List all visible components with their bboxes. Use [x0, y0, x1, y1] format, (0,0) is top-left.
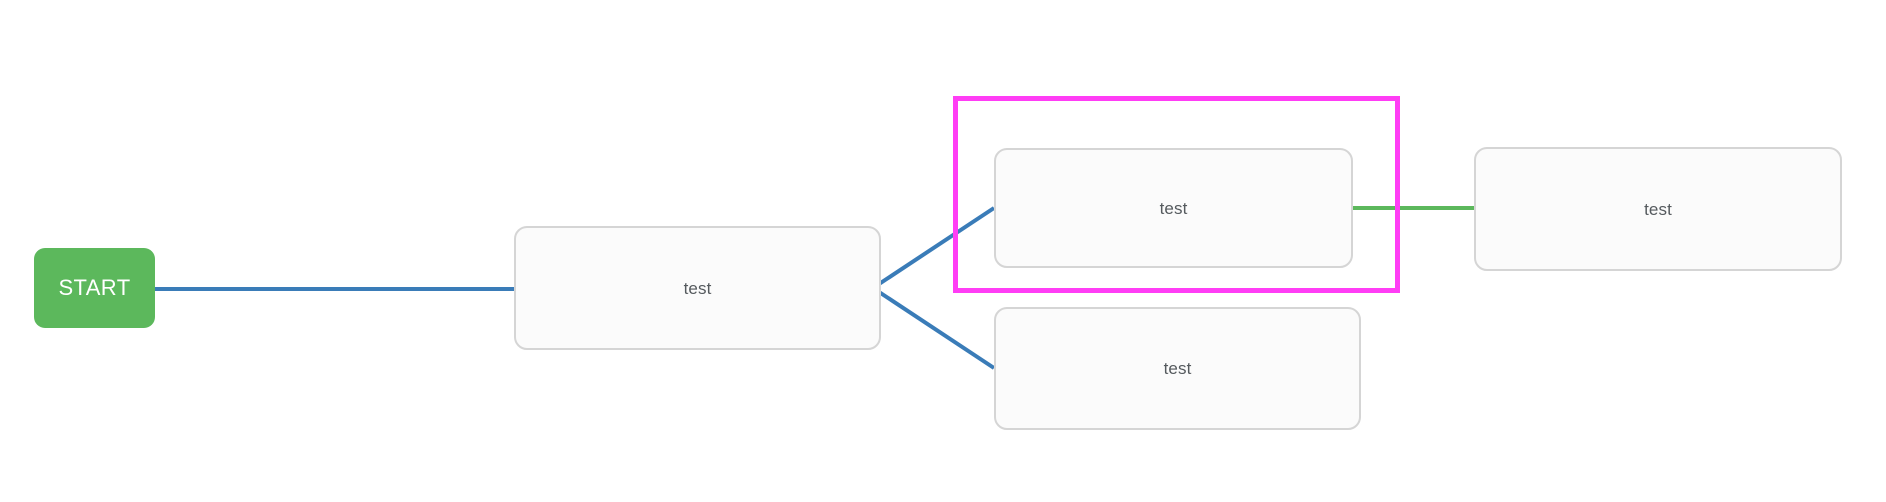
node-task-1[interactable]: test [514, 226, 881, 350]
node-start[interactable]: START [34, 248, 155, 328]
node-task-3-label: test [1163, 359, 1192, 378]
node-task-2-label: test [1159, 198, 1188, 218]
node-start-label: START [58, 275, 131, 300]
node-task-3[interactable]: test [994, 307, 1361, 430]
selection-highlight-box[interactable] [953, 96, 1400, 293]
node-task-4[interactable]: test [1474, 147, 1842, 271]
node-task-1-label: test [683, 278, 712, 298]
node-task-2[interactable]: test [994, 148, 1353, 268]
node-task-4-label: test [1644, 199, 1672, 219]
edge-task1-to-task3 [866, 286, 996, 370]
